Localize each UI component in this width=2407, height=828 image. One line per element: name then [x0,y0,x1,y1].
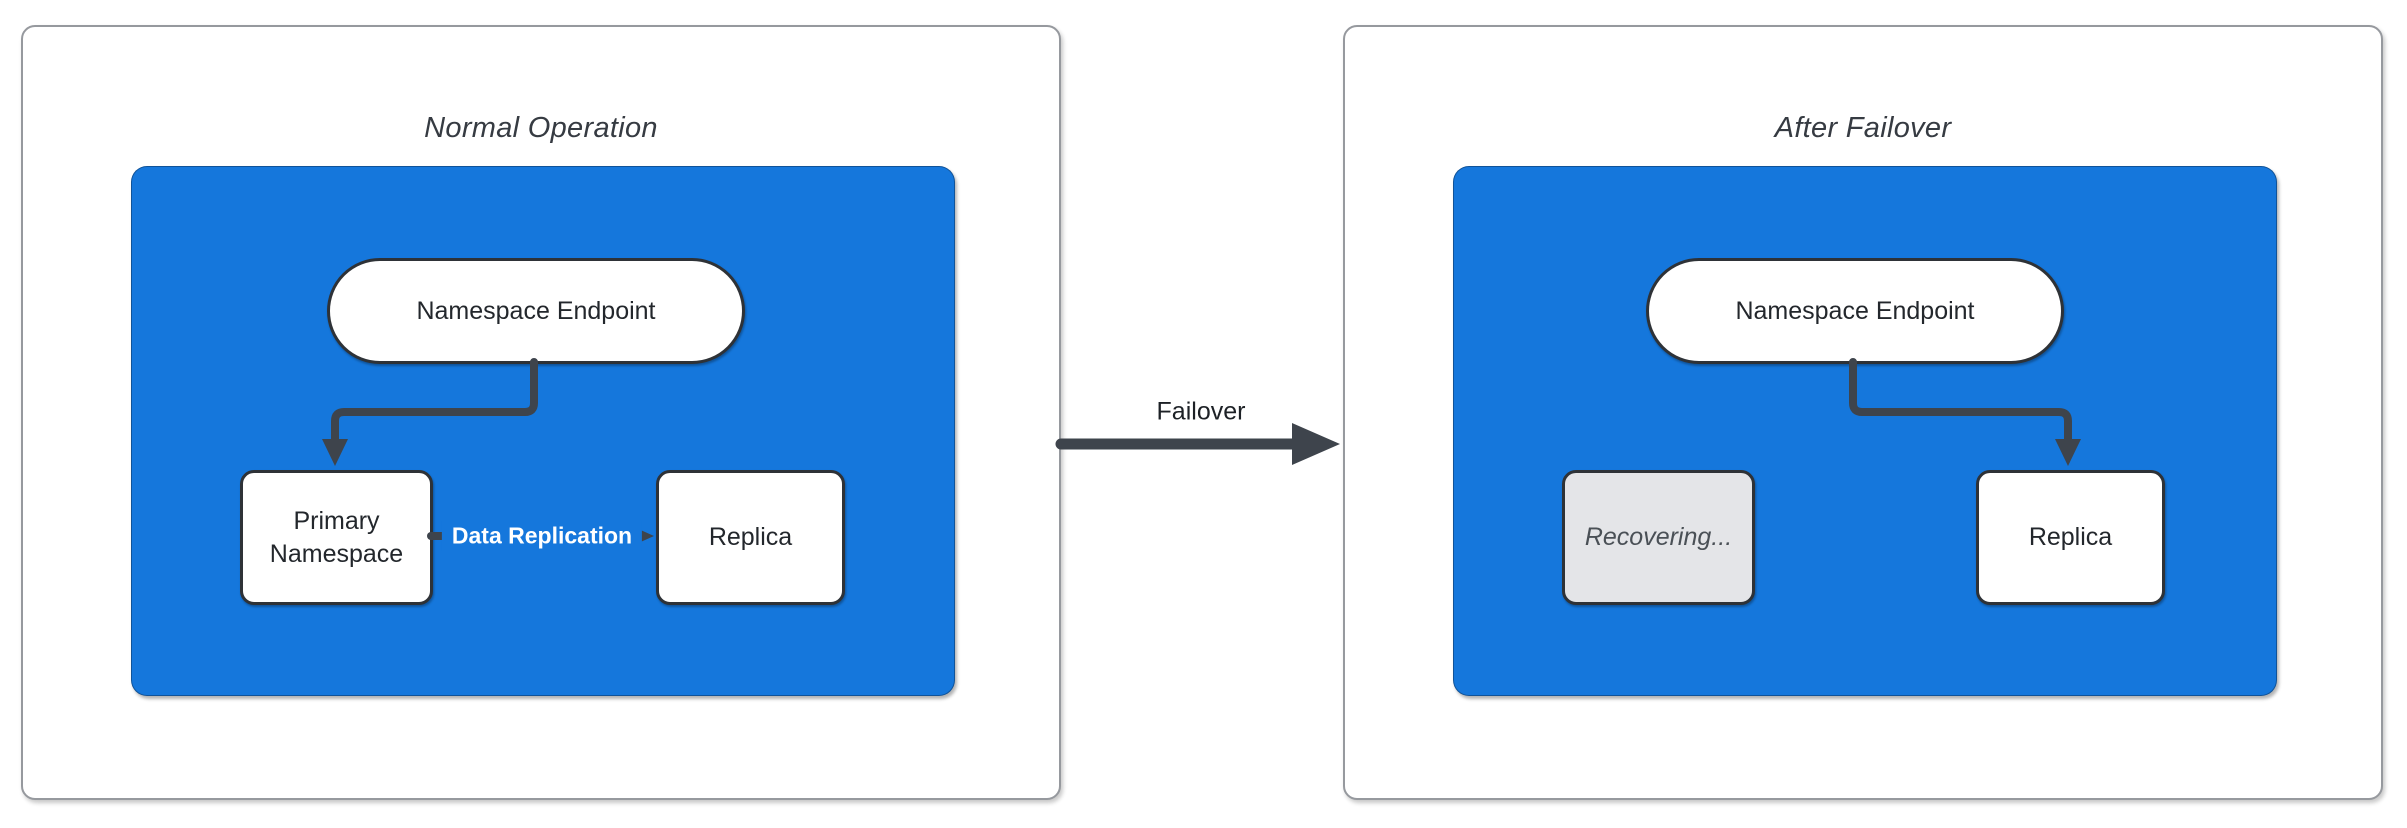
replica-node: Replica [656,470,845,605]
recovering-node: Recovering... [1562,470,1755,605]
namespace-container [131,166,955,696]
data-replication-edge-label: Data Replication [441,520,643,552]
namespace-container [1453,166,2277,696]
panel-after-failover: After Failover Namespace Endpoint Recove… [1343,25,2383,800]
namespace-endpoint-node: Namespace Endpoint [327,258,745,364]
arrowhead-right-icon [1292,423,1340,465]
namespace-endpoint-node: Namespace Endpoint [1646,258,2064,364]
panel-title: Normal Operation [424,112,658,144]
primary-namespace-node: Primary Namespace [240,470,433,605]
panel-title: After Failover [1774,112,1952,144]
replica-node: Replica [1976,470,2165,605]
failover-label: Failover [1150,397,1252,427]
failover-arrow [1055,423,1340,465]
panel-normal-operation: Normal Operation Namespace Endpoint Prim… [21,25,1061,800]
